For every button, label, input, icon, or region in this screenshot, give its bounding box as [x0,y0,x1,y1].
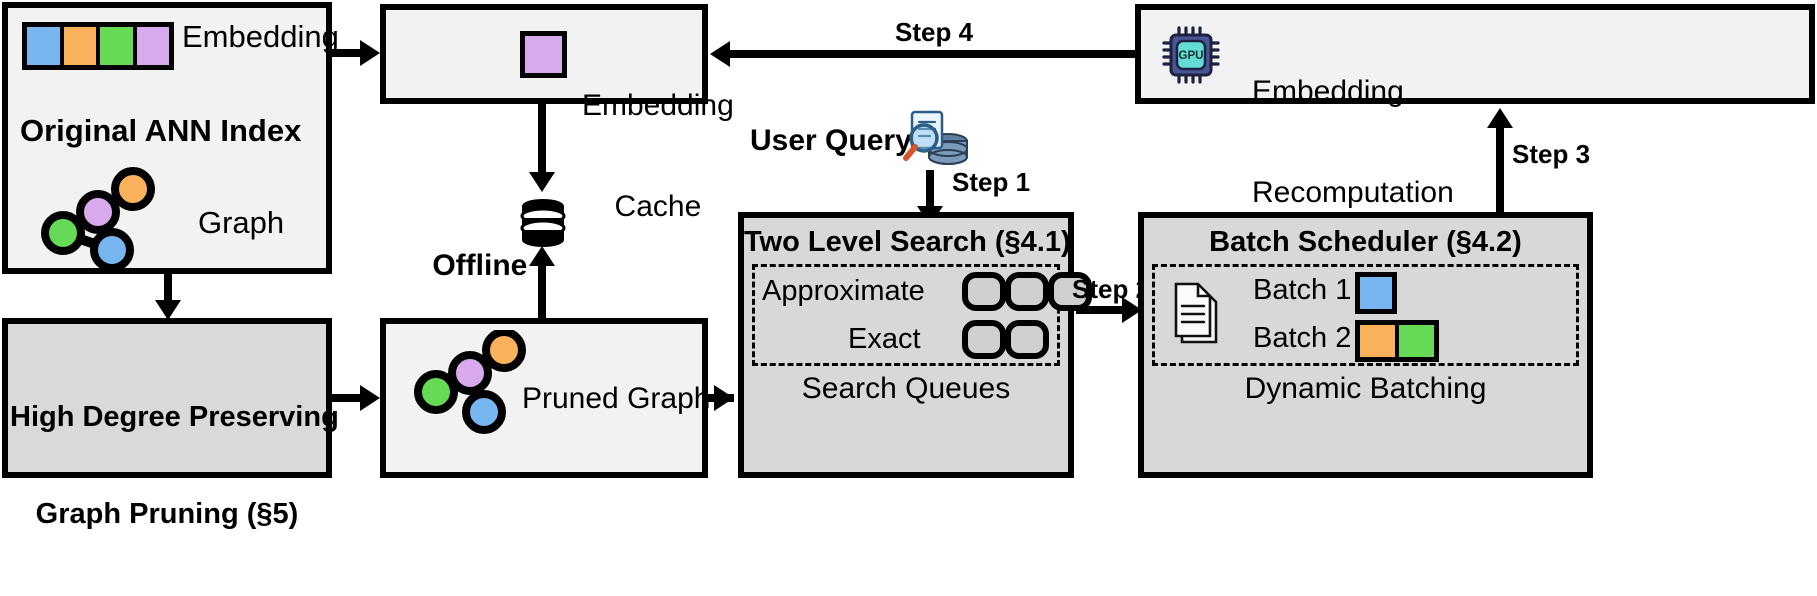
architecture-diagram: Embedding Original ANN Index Graph Embed… [2,2,1815,530]
arrow-index-to-cache-line [332,49,362,57]
exact-label: Exact [848,323,921,355]
batch2-swatch-orange [1360,325,1399,357]
embedding-cache-title-line2: Cache [614,189,702,223]
dynamic-batching-dashed-region [1152,264,1579,366]
original-index-graph-icon [41,167,155,270]
search-queues-dashed-region [752,264,1060,366]
arrow-step4-line [730,50,1138,58]
recomputation-server-box [1135,4,1815,104]
arrow-step1-line [926,170,934,212]
graph-pruning-box [2,318,332,478]
pruned-graph-icon [414,330,526,434]
arrow-step3-head [1487,108,1513,128]
two-level-search-title: Two Level Search (§4.1) [744,226,1071,258]
arrow-pruning-to-pruned-head [360,385,380,411]
embedding-cache-swatch [520,31,567,78]
embedding-swatch-purple [136,27,169,65]
graph-pruning-title-line2: Graph Pruning (§5) [35,498,299,531]
recomputation-server-title-line1: Embedding [1252,75,1404,109]
database-cylinder-icon [520,199,566,247]
offline-storage-label-line1: Offline [432,249,528,283]
batch2-swatch-green [1399,325,1434,357]
batch2-label: Batch 2 [1253,322,1352,354]
approximate-queue-3[interactable] [1048,272,1092,311]
graph-pruning-title-line1: High Degree Preserving [10,400,339,433]
arrow-cache-to-storage-line [538,104,546,176]
arrow-cache-to-storage-head [529,172,555,192]
batch2-swatch-strip [1355,320,1439,362]
step3-label: Step 3 [1512,139,1591,169]
arrow-pruned-to-storage-head [529,246,555,266]
embedding-swatch-green [100,27,137,65]
arrow-pruning-to-pruned-line [332,394,362,402]
gpu-chip-icon: GPU [1162,26,1220,84]
pruned-graph-title: Pruned Graph [522,382,711,415]
embedding-cache-title-line1: Embedding [582,89,734,123]
recomputation-server-title-line2: Recomputation [1252,175,1454,209]
approximate-label: Approximate [762,275,925,307]
graph-label: Graph [198,205,285,240]
search-database-icon [903,110,968,165]
exact-queue-2[interactable] [1005,320,1049,359]
original-ann-index-title: Original ANN Index [20,113,302,148]
arrow-step4-head [710,41,730,67]
embedding-swatch-orange [63,27,100,65]
arrow-pruned-to-storage-line [538,256,546,322]
embedding-label: Embedding [182,19,339,54]
documents-icon [1174,282,1218,344]
approximate-queue-1[interactable] [962,272,1006,311]
embedding-swatch-strip [22,22,174,70]
arrow-index-to-cache-head [360,40,380,66]
arrow-index-to-pruning-line [164,274,172,304]
batch1-swatch-blue [1355,272,1397,314]
arrow-step2-head [1122,297,1142,323]
search-queues-footer: Search Queues [801,372,1011,405]
batch1-label: Batch 1 [1253,274,1352,306]
arrow-step3-line [1496,126,1504,214]
exact-queue-1[interactable] [962,320,1006,359]
step1-label: Step 1 [952,167,1031,197]
embedding-cache-title: Embedding Cache [582,22,734,291]
user-query-label: User Query [750,124,912,157]
batch-scheduler-title: Batch Scheduler (§4.2) [1209,226,1522,258]
arrow-step2-line [1076,306,1130,314]
dynamic-batching-footer: Dynamic Batching [1244,372,1487,405]
graph-pruning-title: High Degree Preserving Graph Pruning (§5… [10,336,339,596]
approximate-queue-2[interactable] [1005,272,1049,311]
arrow-pruned-to-search-head [714,385,734,411]
svg-text:GPU: GPU [1179,50,1204,62]
embedding-swatch-blue [27,27,64,65]
arrow-index-to-pruning-head [155,300,181,320]
step4-label: Step 4 [895,17,974,47]
